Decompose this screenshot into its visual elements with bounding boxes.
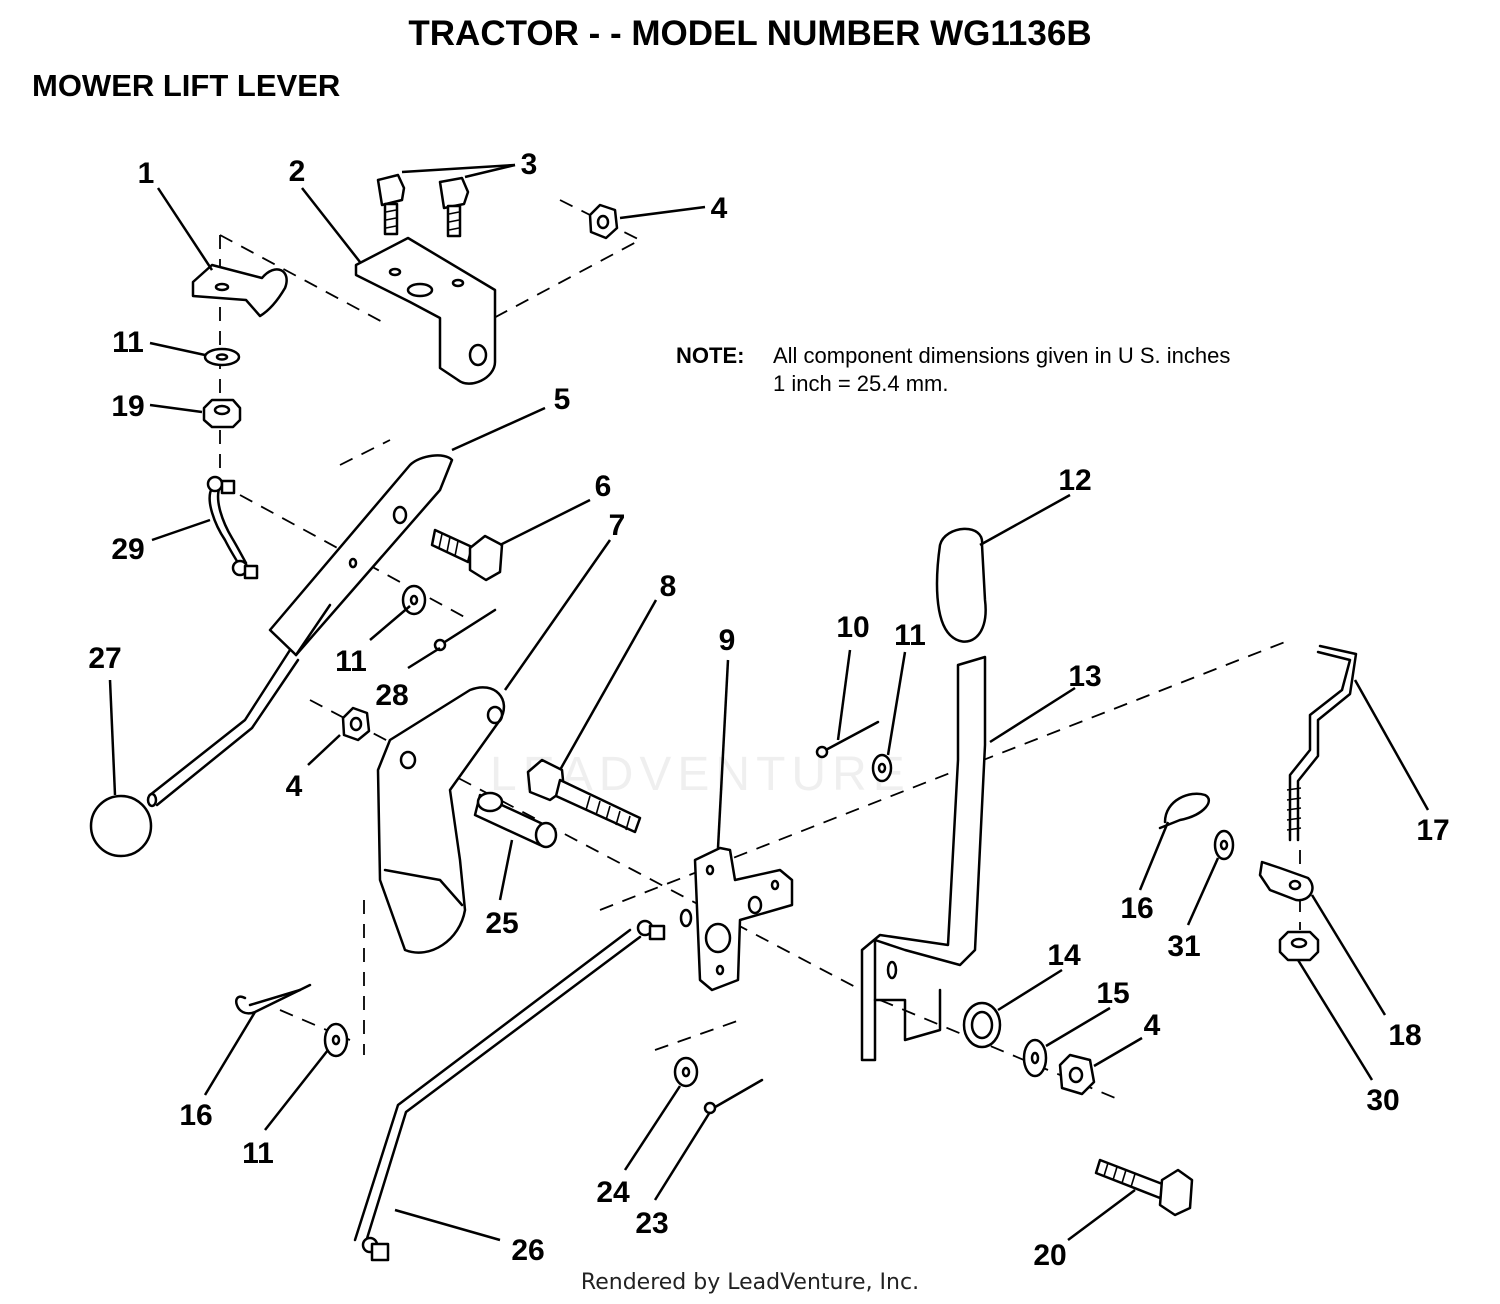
- callout-6: 6: [595, 470, 612, 503]
- note-label: NOTE:: [676, 343, 745, 368]
- leader-lines: [108, 163, 1430, 1242]
- part-4-nut-right: [1058, 1053, 1096, 1096]
- dimension-note: NOTE: All component dimensions given in U…: [676, 342, 1230, 398]
- part-12-handle-grip: [935, 527, 987, 643]
- part-31-washer: [1213, 829, 1235, 861]
- part-30-nut: [1278, 930, 1320, 962]
- part-11-washer-low: [323, 1022, 349, 1058]
- callout-15: 15: [1096, 977, 1129, 1010]
- part-23-hairpin: [703, 1078, 764, 1115]
- section-title: MOWER LIFT LEVER: [32, 68, 341, 103]
- callout-8: 8: [660, 570, 677, 603]
- part-26-lift-rod: [353, 919, 666, 1262]
- part-8-bolt: [526, 758, 642, 834]
- part-25-spacer: [473, 791, 558, 849]
- callout-17: 17: [1416, 814, 1449, 847]
- callout-9: 9: [719, 624, 736, 657]
- part-10-hairpin: [815, 720, 880, 759]
- callout-16-right: 16: [1120, 892, 1153, 925]
- note-line-2: 1 inch = 25.4 mm.: [773, 371, 949, 396]
- callout-2: 2: [289, 155, 306, 188]
- callout-4-left: 4: [286, 770, 303, 803]
- callout-5: 5: [554, 383, 571, 416]
- callout-20: 20: [1033, 1239, 1066, 1272]
- footer-credit: Rendered by LeadVenture, Inc.: [580, 1270, 920, 1295]
- part-2-bracket: [354, 236, 497, 385]
- callout-28: 28: [375, 679, 408, 712]
- callout-12: 12: [1058, 464, 1091, 497]
- callout-31: 31: [1167, 930, 1200, 963]
- note-line-1: All component dimensions given in U S. i…: [773, 343, 1231, 368]
- part-20-bolt: [1094, 1158, 1194, 1217]
- part-11-washer-right: [871, 753, 893, 783]
- part-7-bracket-plate: [376, 686, 506, 954]
- callout-19: 19: [111, 390, 144, 423]
- callout-26: 26: [511, 1234, 544, 1267]
- part-4-nut-left: [341, 706, 371, 742]
- part-9-pivot-plate: [679, 846, 794, 992]
- part-6-bolt: [430, 528, 504, 582]
- part-3-bolts: [376, 173, 470, 238]
- part-19-nut: [202, 398, 242, 429]
- part-29-link-rod: [206, 475, 259, 580]
- part-18-swivel: [1258, 860, 1314, 902]
- part-28-hairpin: [433, 608, 497, 652]
- callout-numbers: 1 2 3 4 5 6 7 8 9 10 11 11 11 12 13 14 1…: [88, 148, 1449, 1272]
- part-4-nut-top: [588, 203, 619, 240]
- part-17-adjust-rod: [1286, 644, 1358, 842]
- callout-16-left: 16: [179, 1099, 212, 1132]
- callout-4-right: 4: [1144, 1009, 1161, 1042]
- assembly-lines: [219, 199, 1301, 1101]
- part-16-hairpin-right: [1158, 792, 1211, 830]
- callout-4-top: 4: [711, 192, 728, 225]
- callout-10: 10: [836, 611, 869, 644]
- callout-29: 29: [111, 533, 144, 566]
- callout-18: 18: [1388, 1019, 1421, 1052]
- callout-24: 24: [596, 1176, 630, 1209]
- callout-25: 25: [485, 907, 518, 940]
- callout-3: 3: [521, 148, 538, 181]
- callout-23: 23: [635, 1207, 668, 1240]
- callout-7: 7: [609, 509, 626, 542]
- callout-14: 14: [1047, 939, 1081, 972]
- callout-1: 1: [138, 157, 155, 190]
- callout-11-c: 11: [894, 619, 926, 652]
- part-14-bushing: [962, 1001, 1002, 1049]
- page-title: TRACTOR - - MODEL NUMBER WG1136B: [408, 14, 1092, 53]
- part-11-washer-top: [203, 347, 241, 367]
- callout-13: 13: [1068, 660, 1101, 693]
- part-15-washer: [1022, 1038, 1048, 1078]
- callout-11-a: 11: [112, 326, 144, 359]
- callout-30: 30: [1366, 1084, 1399, 1117]
- part-13-lift-lever: [860, 655, 987, 1062]
- part-27-knob: [89, 794, 153, 858]
- part-1-clip: [191, 263, 288, 318]
- callout-11-d: 11: [242, 1137, 274, 1170]
- part-16-hairpin-left: [235, 983, 312, 1015]
- part-5-lift-arm: [146, 454, 454, 808]
- part-24-washer: [673, 1056, 699, 1088]
- callout-27: 27: [88, 642, 121, 675]
- callout-11-b: 11: [335, 645, 367, 678]
